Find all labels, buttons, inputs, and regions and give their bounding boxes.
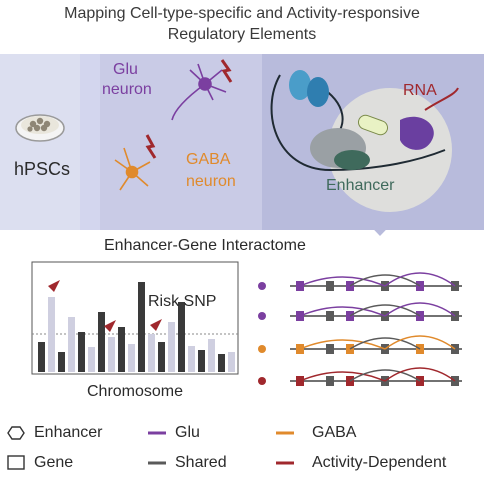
enhancer-label: Enhancer xyxy=(326,177,395,194)
gene-tracks xyxy=(258,272,462,386)
glu-neuron-icon xyxy=(171,63,227,121)
rna-strand xyxy=(424,87,459,111)
legend-activity-label: Activity-Dependent xyxy=(312,454,447,471)
risk-snp-label: Risk SNP xyxy=(148,293,217,310)
transcription-factor-icon xyxy=(357,114,389,136)
gene-block xyxy=(326,344,334,354)
glu-activity-bolt xyxy=(220,59,233,83)
manhattan-column xyxy=(178,302,185,372)
manhattan-column xyxy=(78,332,85,372)
manhattan-column xyxy=(218,354,225,372)
interaction-arc xyxy=(384,335,456,350)
figure-title-line2: Regulatory Elements xyxy=(167,26,317,43)
interaction-arc xyxy=(349,369,421,382)
petri-dish-icon xyxy=(15,114,65,142)
glu-neuron-label-line2: neuron xyxy=(102,81,152,98)
hpsc-label: hPSCs xyxy=(14,159,71,179)
manhattan-column xyxy=(98,312,105,372)
gene-block xyxy=(326,311,334,321)
gaba-neuron-label-line2: neuron xyxy=(186,173,236,190)
manhattan-column xyxy=(148,334,155,372)
manhattan-column xyxy=(198,350,205,372)
legend-gene-label: Gene xyxy=(34,454,74,471)
risk-snp-marker xyxy=(150,319,162,331)
figure-title-line1: Mapping Cell-type-specific and Activity-… xyxy=(64,5,420,22)
polymerase-icon xyxy=(400,116,434,150)
interaction-arc xyxy=(349,304,421,317)
gaba-neuron-icon xyxy=(114,147,151,191)
manhattan-column xyxy=(118,327,125,372)
interaction-arc xyxy=(349,274,421,287)
neuron-glyph xyxy=(258,345,266,353)
neuron-region xyxy=(100,54,262,230)
panel-pointer xyxy=(355,210,405,236)
legend-glu-label: Glu xyxy=(175,424,200,441)
risk-snp-marker xyxy=(104,320,116,332)
legend-symbols xyxy=(7,426,294,470)
interaction-arc xyxy=(299,306,386,317)
manhattan-column xyxy=(48,297,55,372)
manhattan-column xyxy=(188,346,195,372)
manhattan-column xyxy=(68,317,75,372)
neuron-glyph xyxy=(258,312,266,320)
manhattan-column xyxy=(58,352,65,372)
chromosome-label: Chromosome xyxy=(87,383,184,400)
chromatin-illustration xyxy=(270,70,459,212)
manhattan-plot xyxy=(31,261,239,375)
stem-cell-region xyxy=(0,54,80,230)
gene-legend-icon xyxy=(7,455,25,470)
gene-block xyxy=(326,376,334,386)
manhattan-column xyxy=(108,337,115,372)
interaction-arc xyxy=(349,337,421,350)
legend-enhancer-label: Enhancer xyxy=(34,424,103,441)
gaba-activity-bolt xyxy=(145,134,157,159)
manhattan-column xyxy=(158,342,165,372)
glu-neuron-label-line1: Glu xyxy=(113,61,138,78)
interaction-arc xyxy=(384,272,456,287)
manhattan-column xyxy=(138,282,145,372)
legend-gaba-label: GABA xyxy=(312,424,357,441)
interaction-arc xyxy=(384,302,456,317)
neuron-glyph xyxy=(258,377,266,385)
gene-block xyxy=(326,281,334,291)
interaction-arc xyxy=(299,371,386,382)
nucleosome-icon xyxy=(289,70,311,100)
gaba-neuron-label-line1: GABA xyxy=(186,151,231,168)
interaction-arc xyxy=(299,339,386,350)
risk-snp-marker xyxy=(48,280,60,292)
legend-shared-label: Shared xyxy=(175,454,227,471)
manhattan-column xyxy=(38,342,45,372)
manhattan-column xyxy=(168,322,175,372)
rna-label: RNA xyxy=(403,82,437,99)
interaction-arc xyxy=(299,276,386,287)
neuron-glyph xyxy=(258,282,266,290)
interaction-arc xyxy=(384,367,456,382)
interactome-title: Enhancer-Gene Interactome xyxy=(104,237,306,254)
manhattan-column xyxy=(228,352,235,372)
manhattan-column xyxy=(88,347,95,372)
enhancer-legend-icon xyxy=(7,426,25,440)
manhattan-column xyxy=(128,344,135,372)
manhattan-column xyxy=(208,339,215,372)
